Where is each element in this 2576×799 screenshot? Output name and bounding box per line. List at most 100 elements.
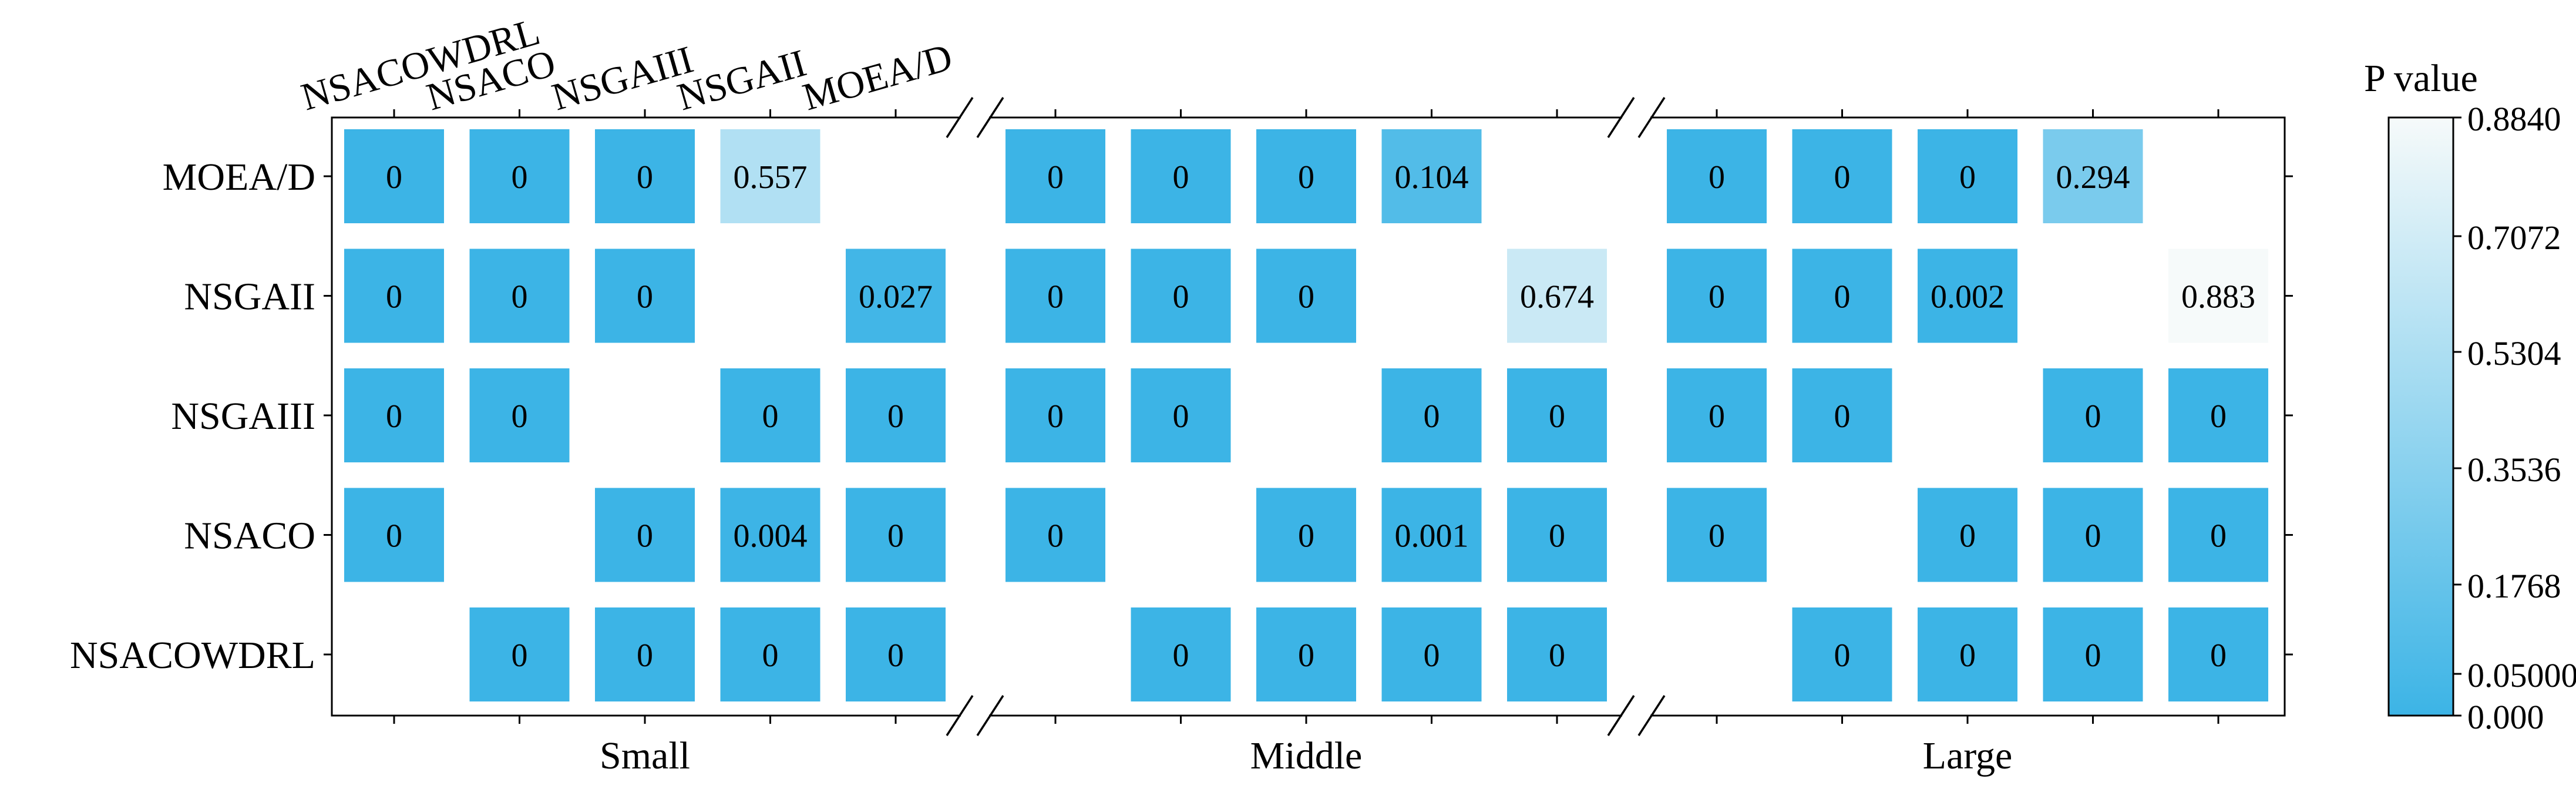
cell-value-label: 0 bbox=[2210, 398, 2227, 435]
cell-value-label: 0 bbox=[1959, 159, 1976, 196]
cell-value-label: 0 bbox=[887, 637, 904, 674]
heatmap-cell bbox=[344, 129, 444, 223]
cell-value-label: 0 bbox=[2210, 637, 2227, 674]
heatmap-cell bbox=[720, 488, 820, 582]
heatmap-cell bbox=[595, 488, 695, 582]
group-label: Middle bbox=[1250, 734, 1363, 777]
colorbar-tick-label: 0.1768 bbox=[2467, 567, 2561, 605]
heatmap-cell bbox=[1918, 607, 2017, 701]
cell-value-label: 0.883 bbox=[2181, 279, 2255, 315]
row-label: NSACOWDRL bbox=[70, 634, 315, 677]
heatmap-cell bbox=[1667, 249, 1767, 343]
axis-break-mark bbox=[946, 97, 974, 138]
heatmap-cell bbox=[469, 368, 570, 462]
heatmap-cell bbox=[595, 129, 695, 223]
heatmap-cell bbox=[2043, 368, 2143, 462]
cell-value-label: 0 bbox=[2085, 518, 2101, 555]
heatmap-cell bbox=[595, 607, 695, 701]
heatmap-cell bbox=[846, 249, 946, 343]
axis-break-gap bbox=[1622, 711, 1650, 720]
cell-value-label: 0 bbox=[1834, 159, 1851, 196]
cell-value-label: 0 bbox=[887, 398, 904, 435]
group-label: Large bbox=[1923, 734, 2013, 777]
column-label: MOEA/D bbox=[798, 35, 957, 119]
cell-value-label: 0 bbox=[386, 279, 402, 315]
cell-value-label: 0 bbox=[1298, 637, 1314, 674]
colorbar: 0.0000.050000.17680.35360.53040.70720.88… bbox=[2364, 57, 2576, 736]
cell-value-label: 0.001 bbox=[1395, 518, 1469, 555]
column-label: NSGAII bbox=[673, 42, 811, 119]
cell-value-label: 0 bbox=[386, 159, 402, 196]
heatmap-cell bbox=[2043, 129, 2143, 223]
cell-value-label: 0 bbox=[1173, 637, 1189, 674]
cell-value-label: 0 bbox=[1549, 637, 1565, 674]
cell-value-label: 0 bbox=[1549, 518, 1565, 555]
cell-value-label: 0 bbox=[512, 159, 528, 196]
heatmap-cell bbox=[846, 368, 946, 462]
heatmap-cell bbox=[595, 249, 695, 343]
heatmap-cell bbox=[1256, 607, 1356, 701]
cell-value-label: 0 bbox=[2210, 518, 2227, 555]
cell-value-label: 0.557 bbox=[734, 159, 808, 196]
row-label: MOEA/D bbox=[163, 156, 315, 199]
heatmap-cell bbox=[720, 607, 820, 701]
heatmap-cell bbox=[1792, 607, 1892, 701]
cell-value-label: 0 bbox=[1173, 279, 1189, 315]
cell-value-label: 0.104 bbox=[1395, 159, 1469, 196]
heatmap-cell bbox=[344, 249, 444, 343]
heatmap-cell bbox=[1131, 607, 1231, 701]
axis-break-mark bbox=[1607, 695, 1635, 736]
cell-value-label: 0 bbox=[1959, 637, 1976, 674]
heatmap-cell bbox=[1918, 129, 2017, 223]
heatmap-cell bbox=[1792, 368, 1892, 462]
cell-value-label: 0 bbox=[762, 637, 779, 674]
cell-value-label: 0 bbox=[512, 637, 528, 674]
cell-value-label: 0 bbox=[1298, 518, 1314, 555]
axis-break-mark bbox=[1637, 695, 1666, 736]
heatmap-cell bbox=[1131, 249, 1231, 343]
heatmap-cell bbox=[846, 488, 946, 582]
heatmap-cell bbox=[1131, 129, 1231, 223]
heatmap-cell bbox=[469, 249, 570, 343]
cell-value-label: 0 bbox=[1709, 518, 1725, 555]
axis-break-mark bbox=[946, 695, 974, 736]
heatmap-cell bbox=[1792, 249, 1892, 343]
cell-value-label: 0 bbox=[1709, 159, 1725, 196]
heatmap-cell bbox=[1005, 368, 1105, 462]
heatmap-cell bbox=[1381, 488, 1482, 582]
cell-value-label: 0 bbox=[1173, 159, 1189, 196]
heatmap-cell bbox=[1005, 488, 1105, 582]
heatmap-cell bbox=[2043, 488, 2143, 582]
cell-value-label: 0 bbox=[762, 398, 779, 435]
heatmap-cell bbox=[1918, 249, 2017, 343]
heatmap-cell bbox=[1381, 607, 1482, 701]
cell-value-label: 0 bbox=[1047, 398, 1064, 435]
heatmap-cell bbox=[344, 488, 444, 582]
cell-value-label: 0 bbox=[887, 518, 904, 555]
cell-value-label: 0 bbox=[1047, 518, 1064, 555]
cell-value-label: 0.002 bbox=[1931, 279, 2005, 315]
heatmap-cell bbox=[1918, 488, 2017, 582]
heatmap-cell bbox=[2168, 607, 2268, 701]
heatmap-cell bbox=[1005, 249, 1105, 343]
heatmap-cell bbox=[469, 607, 570, 701]
heatmap-cell bbox=[2168, 368, 2268, 462]
cell-value-label: 0 bbox=[1834, 279, 1851, 315]
heatmap-cell bbox=[1507, 488, 1607, 582]
heatmap-cell bbox=[1667, 129, 1767, 223]
colorbar-tick-label: 0.5304 bbox=[2467, 334, 2561, 372]
colorbar-gradient-bar bbox=[2389, 118, 2453, 716]
cell-value-label: 0 bbox=[1834, 398, 1851, 435]
cell-value-label: 0 bbox=[1298, 159, 1314, 196]
heatmap-cell bbox=[1667, 368, 1767, 462]
colorbar-tick-label: 0.8840 bbox=[2467, 100, 2561, 138]
heatmap-cell bbox=[1256, 129, 1356, 223]
axis-break-mark bbox=[976, 97, 1004, 138]
cell-value-label: 0 bbox=[1709, 279, 1725, 315]
group-label: Small bbox=[600, 734, 690, 777]
colorbar-tick-label: 0.3536 bbox=[2467, 451, 2561, 489]
heatmap-cell bbox=[720, 129, 820, 223]
cell-value-label: 0 bbox=[1173, 398, 1189, 435]
cell-value-label: 0 bbox=[1047, 159, 1064, 196]
